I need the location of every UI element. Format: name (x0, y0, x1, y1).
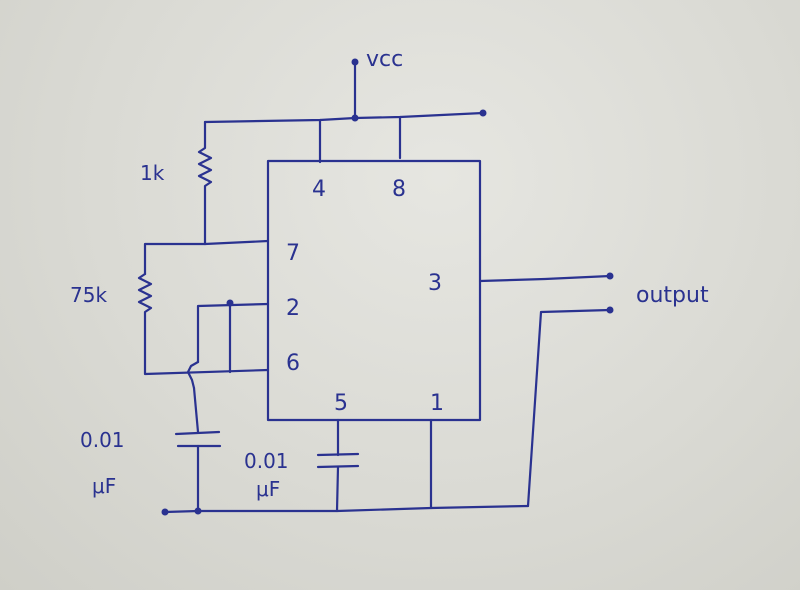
pin7-wire (203, 239, 270, 246)
pin2-junction (226, 299, 234, 307)
ic-pin-1-label: 1 (430, 391, 444, 416)
vcc-rail-end-terminal (479, 109, 487, 117)
vcc-rail (203, 111, 485, 124)
ic-pin-3-label: 3 (428, 271, 442, 296)
ground-rail (163, 504, 530, 514)
c2-value-label: 0.01 (244, 449, 289, 473)
output-wire (478, 274, 612, 283)
resistor-1k-label: 1k (140, 161, 165, 185)
ic-pin-4-label: 4 (312, 177, 326, 202)
resistor-75k (137, 272, 270, 376)
c1-unit-label: μF (92, 474, 116, 498)
c2-unit-label: μF (256, 477, 280, 501)
pin2-wire (196, 302, 270, 364)
resistor-1k (197, 120, 213, 246)
c1-plate-top (174, 430, 221, 436)
ic-pin-8-label: 8 (392, 177, 406, 202)
c1-top-lead (192, 386, 200, 434)
ground-c1-junction (194, 507, 202, 515)
ground-left-terminal (161, 508, 169, 516)
c2-plate-top (316, 452, 360, 457)
output-label: output (636, 283, 709, 308)
output-return-wire (526, 308, 612, 508)
output-terminal-top (606, 272, 614, 280)
vcc-terminal (351, 58, 359, 66)
ic-555-body (266, 159, 482, 422)
vcc-label: vcc (366, 47, 403, 72)
ic-pin-6-label: 6 (286, 351, 300, 376)
vcc-rail-junction (351, 114, 359, 122)
c1-value-label: 0.01 (80, 428, 125, 452)
output-terminal-bottom (606, 306, 614, 314)
ic-pin-2-label: 2 (286, 296, 300, 321)
pin6-node-crossover (186, 360, 200, 390)
ic-pin-5-label: 5 (334, 391, 348, 416)
c2-bottom-lead (335, 465, 340, 513)
ic-pin-7-label: 7 (286, 241, 300, 266)
resistor-75k-label: 75k (70, 283, 107, 307)
r2-top-wire (143, 242, 207, 276)
